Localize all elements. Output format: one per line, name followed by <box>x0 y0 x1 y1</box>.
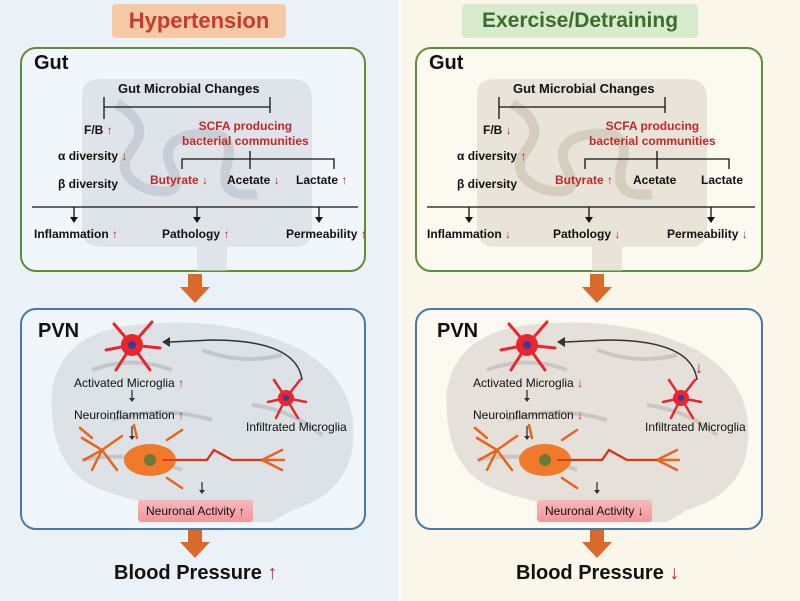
butyrate-label: Butyrate ↓ <box>150 173 209 187</box>
gut-microbial-heading: Gut Microbial Changes <box>118 81 260 96</box>
up-arrow-icon: ↑ <box>238 504 245 518</box>
brain-illustration <box>51 320 354 522</box>
up-arrow-icon: ↑ <box>178 376 185 390</box>
inflammation-label: Inflammation ↑ <box>34 227 119 241</box>
down-arrow-icon: ↓ <box>669 562 680 584</box>
activated-microglia-label: Activated Microglia ↓ <box>473 376 584 390</box>
panel-title: Hypertension <box>112 4 286 38</box>
fb-ratio-label: F/B ↑ <box>84 123 113 137</box>
up-arrow-icon: ↑ <box>112 227 119 241</box>
down-arrow-icon: ↓ <box>741 227 748 241</box>
pvn-label: PVN <box>437 320 479 342</box>
neuronal-activity-box: Neuronal Activity ↑ <box>138 500 253 522</box>
up-arrow-icon: ↑ <box>341 173 348 187</box>
up-arrow-icon: ↑ <box>178 408 185 422</box>
neuronal-activity-box: Neuronal Activity ↓ <box>537 500 652 522</box>
brain-icon <box>446 322 749 522</box>
flow-arrows <box>180 274 210 558</box>
inflammation-label: Inflammation ↓ <box>427 227 512 241</box>
up-arrow-icon: ↑ <box>267 562 278 584</box>
blood-pressure-label: Blood Pressure ↑ <box>114 562 278 584</box>
up-arrow-icon: ↑ <box>223 227 230 241</box>
down-arrow-icon: ↓ <box>577 376 584 390</box>
up-arrow-icon: ↑ <box>360 227 367 241</box>
acetate-label: Acetate <box>633 173 677 187</box>
gut-box: Gut Gut Microbial Changes F/B ↓ α divers… <box>415 47 763 272</box>
up-arrow-icon: ↑ <box>520 149 527 163</box>
beta-diversity-label: β diversity <box>58 177 119 191</box>
acetate-label: Acetate ↓ <box>227 173 280 187</box>
neuroinflammation-label: Neuroinflammation ↓ <box>473 408 584 422</box>
pathology-label: Pathology ↓ <box>553 227 621 241</box>
butyrate-label: Butyrate ↑ <box>555 173 614 187</box>
infiltrated-microglia-label: Infiltrated Microglia <box>645 420 746 434</box>
infiltrated-microglia-label: Infiltrated Microglia <box>246 420 347 434</box>
down-arrow-icon: ↓ <box>577 408 584 422</box>
up-arrow-icon: ↑ <box>106 123 113 137</box>
gut-to-pvn-arrow <box>590 274 604 288</box>
gut-to-pvn-arrow <box>188 274 202 288</box>
pathology-label: Pathology ↑ <box>162 227 230 241</box>
brain-icon <box>51 322 354 522</box>
down-arrow-icon: ↓ <box>637 504 644 518</box>
pvn-box: PVN Activated Microglia ↑ Neuroinflammat… <box>20 308 366 530</box>
neuroinflammation-label: Neuroinflammation ↑ <box>74 408 185 422</box>
down-arrow-icon: ↓ <box>273 173 280 187</box>
fb-ratio-label: F/B ↓ <box>483 123 512 137</box>
pvn-to-bp-arrow <box>188 530 202 543</box>
down-arrow-icon: ↓ <box>121 149 128 163</box>
infiltration-down-arrow-icon: ↓ <box>695 360 703 377</box>
blood-pressure-label: Blood Pressure ↓ <box>516 562 680 584</box>
up-arrow-icon: ↑ <box>607 173 614 187</box>
lactate-label: Lactate ↑ <box>296 173 348 187</box>
alpha-diversity-label: α diversity ↓ <box>58 149 128 163</box>
pvn-to-bp-arrow <box>590 530 604 543</box>
gut-illustration <box>427 79 755 271</box>
permeability-label: Permeability ↑ <box>286 227 367 241</box>
down-arrow-icon: ↓ <box>505 123 512 137</box>
permeability-label: Permeability ↓ <box>667 227 748 241</box>
pvn-label: PVN <box>38 320 80 342</box>
beta-diversity-label: β diversity <box>457 177 518 191</box>
down-arrow-icon: ↓ <box>202 173 209 187</box>
gut-microbial-heading: Gut Microbial Changes <box>513 81 655 96</box>
exercise-panel: Exercise/Detraining <box>401 0 800 601</box>
down-arrow-icon: ↓ <box>614 227 621 241</box>
activated-microglia-icon <box>104 320 162 372</box>
brain-illustration <box>446 320 749 522</box>
infiltrated-microglia-icon <box>661 378 703 420</box>
gut-box: Gut Gut Microbial Changes F/B ↑ α divers… <box>20 47 367 272</box>
flow-arrows <box>582 274 612 558</box>
activated-microglia-label: Activated Microglia ↑ <box>74 376 185 390</box>
gut-label: Gut <box>429 52 464 74</box>
activated-microglia-icon <box>499 320 557 372</box>
lactate-label: Lactate <box>701 173 744 187</box>
pvn-box: PVN Activated Microglia ↓ Neuroinflammat… <box>415 308 763 530</box>
alpha-diversity-label: α diversity ↑ <box>457 149 527 163</box>
gut-illustration <box>32 79 358 271</box>
hypertension-panel: Hypertension <box>0 0 399 601</box>
down-arrow-icon: ↓ <box>505 227 512 241</box>
panel-title: Exercise/Detraining <box>462 4 698 38</box>
infiltrated-microglia-icon <box>266 378 308 420</box>
gut-label: Gut <box>34 52 69 74</box>
